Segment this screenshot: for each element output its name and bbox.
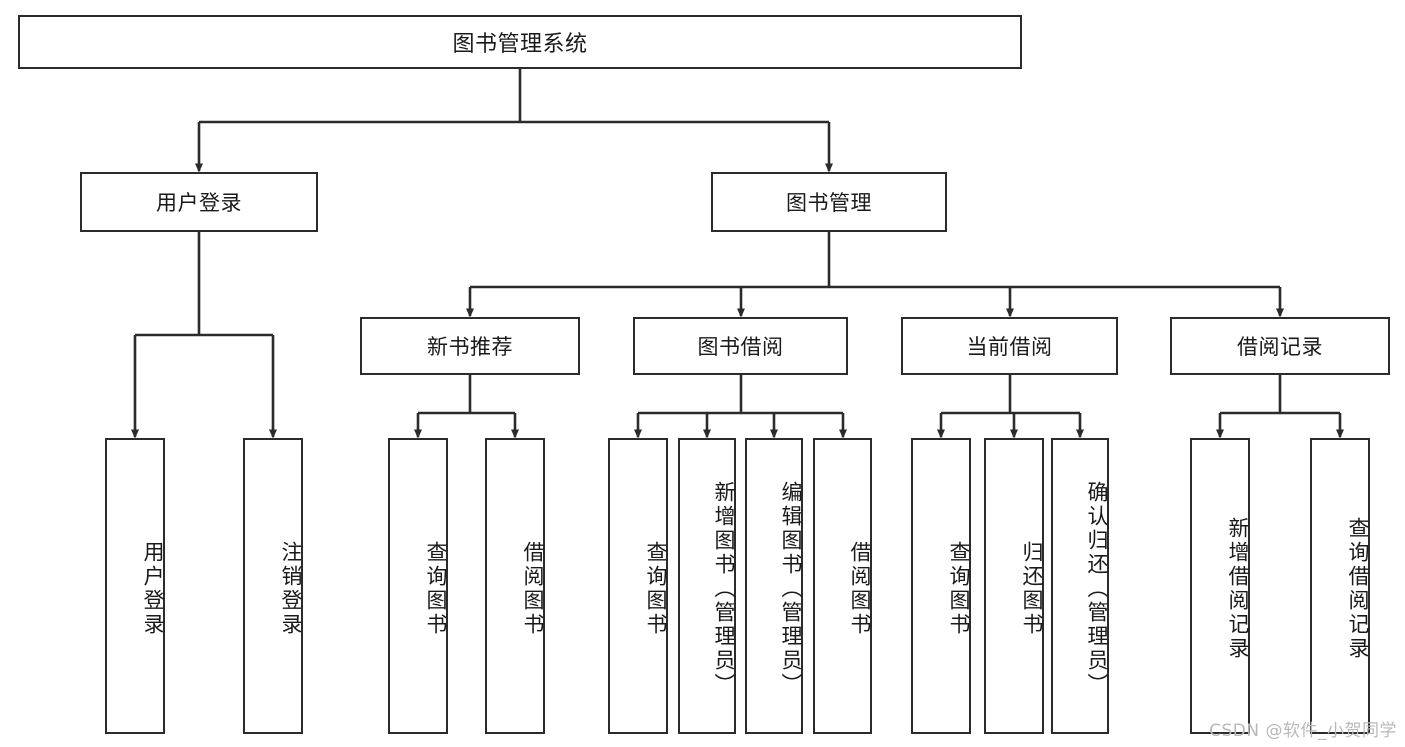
node-label: 编辑图书（管理员） xyxy=(779,481,803,697)
node-label: 新增图书（管理员） xyxy=(712,481,736,697)
node-leaf-borrow-book-2[interactable]: 借阅图书 xyxy=(813,438,872,734)
node-new-book-rec[interactable]: 新书推荐 xyxy=(360,317,580,375)
node-label: 当前借阅 xyxy=(966,335,1053,359)
node-leaf-return-book[interactable]: 归还图书 xyxy=(984,438,1044,734)
node-label: 图书借阅 xyxy=(697,335,784,359)
node-leaf-edit-book[interactable]: 编辑图书（管理员） xyxy=(745,438,803,734)
node-label: 借阅图书 xyxy=(521,541,545,637)
node-label: 借阅图书 xyxy=(848,541,872,637)
node-label: 确认归还（管理员） xyxy=(1085,481,1109,697)
node-label: 用户登录 xyxy=(141,541,165,637)
node-leaf-logout[interactable]: 注销登录 xyxy=(243,438,303,734)
node-leaf-query-book-1[interactable]: 查询图书 xyxy=(388,438,448,734)
node-leaf-query-record[interactable]: 查询借阅记录 xyxy=(1310,438,1370,734)
node-leaf-query-book-2[interactable]: 查询图书 xyxy=(608,438,668,734)
node-leaf-confirm-return[interactable]: 确认归还（管理员） xyxy=(1051,438,1109,734)
node-label: 查询图书 xyxy=(644,541,668,637)
node-label: 归还图书 xyxy=(1020,541,1044,637)
node-root[interactable]: 图书管理系统 xyxy=(18,15,1022,69)
node-label: 新书推荐 xyxy=(427,335,513,359)
node-label: 用户登录 xyxy=(156,191,242,215)
node-leaf-add-record[interactable]: 新增借阅记录 xyxy=(1190,438,1250,734)
node-label: 借阅记录 xyxy=(1237,335,1323,359)
node-label: 查询借阅记录 xyxy=(1346,517,1370,661)
node-label: 图书管理 xyxy=(786,191,872,215)
node-book-manage[interactable]: 图书管理 xyxy=(711,172,947,232)
node-label: 注销登录 xyxy=(279,541,303,637)
node-book-borrow[interactable]: 图书借阅 xyxy=(633,317,848,375)
node-leaf-borrow-book-1[interactable]: 借阅图书 xyxy=(485,438,545,734)
node-borrow-record[interactable]: 借阅记录 xyxy=(1170,317,1390,375)
node-current-borrow[interactable]: 当前借阅 xyxy=(901,317,1118,375)
node-label: 查询图书 xyxy=(424,541,448,637)
node-user-login[interactable]: 用户登录 xyxy=(80,172,318,232)
node-label: 图书管理系统 xyxy=(452,32,588,57)
node-label: 新增借阅记录 xyxy=(1226,517,1250,661)
node-label: 查询图书 xyxy=(947,541,971,637)
node-leaf-add-book[interactable]: 新增图书（管理员） xyxy=(678,438,736,734)
node-leaf-user-login[interactable]: 用户登录 xyxy=(105,438,165,734)
node-leaf-query-book-3[interactable]: 查询图书 xyxy=(911,438,971,734)
